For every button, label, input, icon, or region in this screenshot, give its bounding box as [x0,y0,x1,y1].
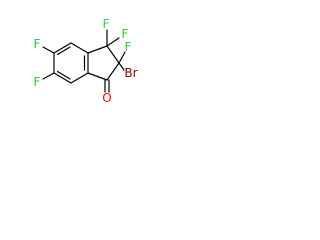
atom-labels: F F F Br O F F [34,17,138,105]
bond-c3a-c4 [70,42,89,54]
molecule-structure: F F F Br O F F [34,17,138,105]
bond-c1-c7a [87,72,108,81]
bond-c7-c7a [70,72,89,84]
bond-c2-c1 [106,62,120,81]
substituent-bonds [42,29,126,93]
bond-c2-br [118,62,125,71]
bond-c3a-c3 [87,45,108,54]
bond-c4-c5-inner [56,46,71,56]
structure-canvas: F F F Br O F F [0,0,182,126]
fluorine-label-c6: F [34,75,41,89]
bond-c4-c5 [53,42,72,54]
oxygen-label-carbonyl: O [102,91,111,105]
bond-c6-c7 [53,72,72,84]
bond-c6-c7-inner [56,70,71,80]
bond-c3-c2 [106,45,120,64]
benzene-ring [53,42,89,84]
fluorine-label-c3-right: F [122,27,129,41]
fluorine-label-c5: F [34,37,41,51]
bond-c2-f [118,51,126,64]
bond-c5-f [42,46,55,54]
bond-c6-f [42,72,55,80]
fluorine-label-c3-upper: F [103,17,110,31]
fluorine-label-c2: F [125,40,132,54]
bromine-label-c2: Br [124,66,137,80]
bond-c3-f-right [106,37,120,47]
cyclopentane-ring [87,45,120,81]
